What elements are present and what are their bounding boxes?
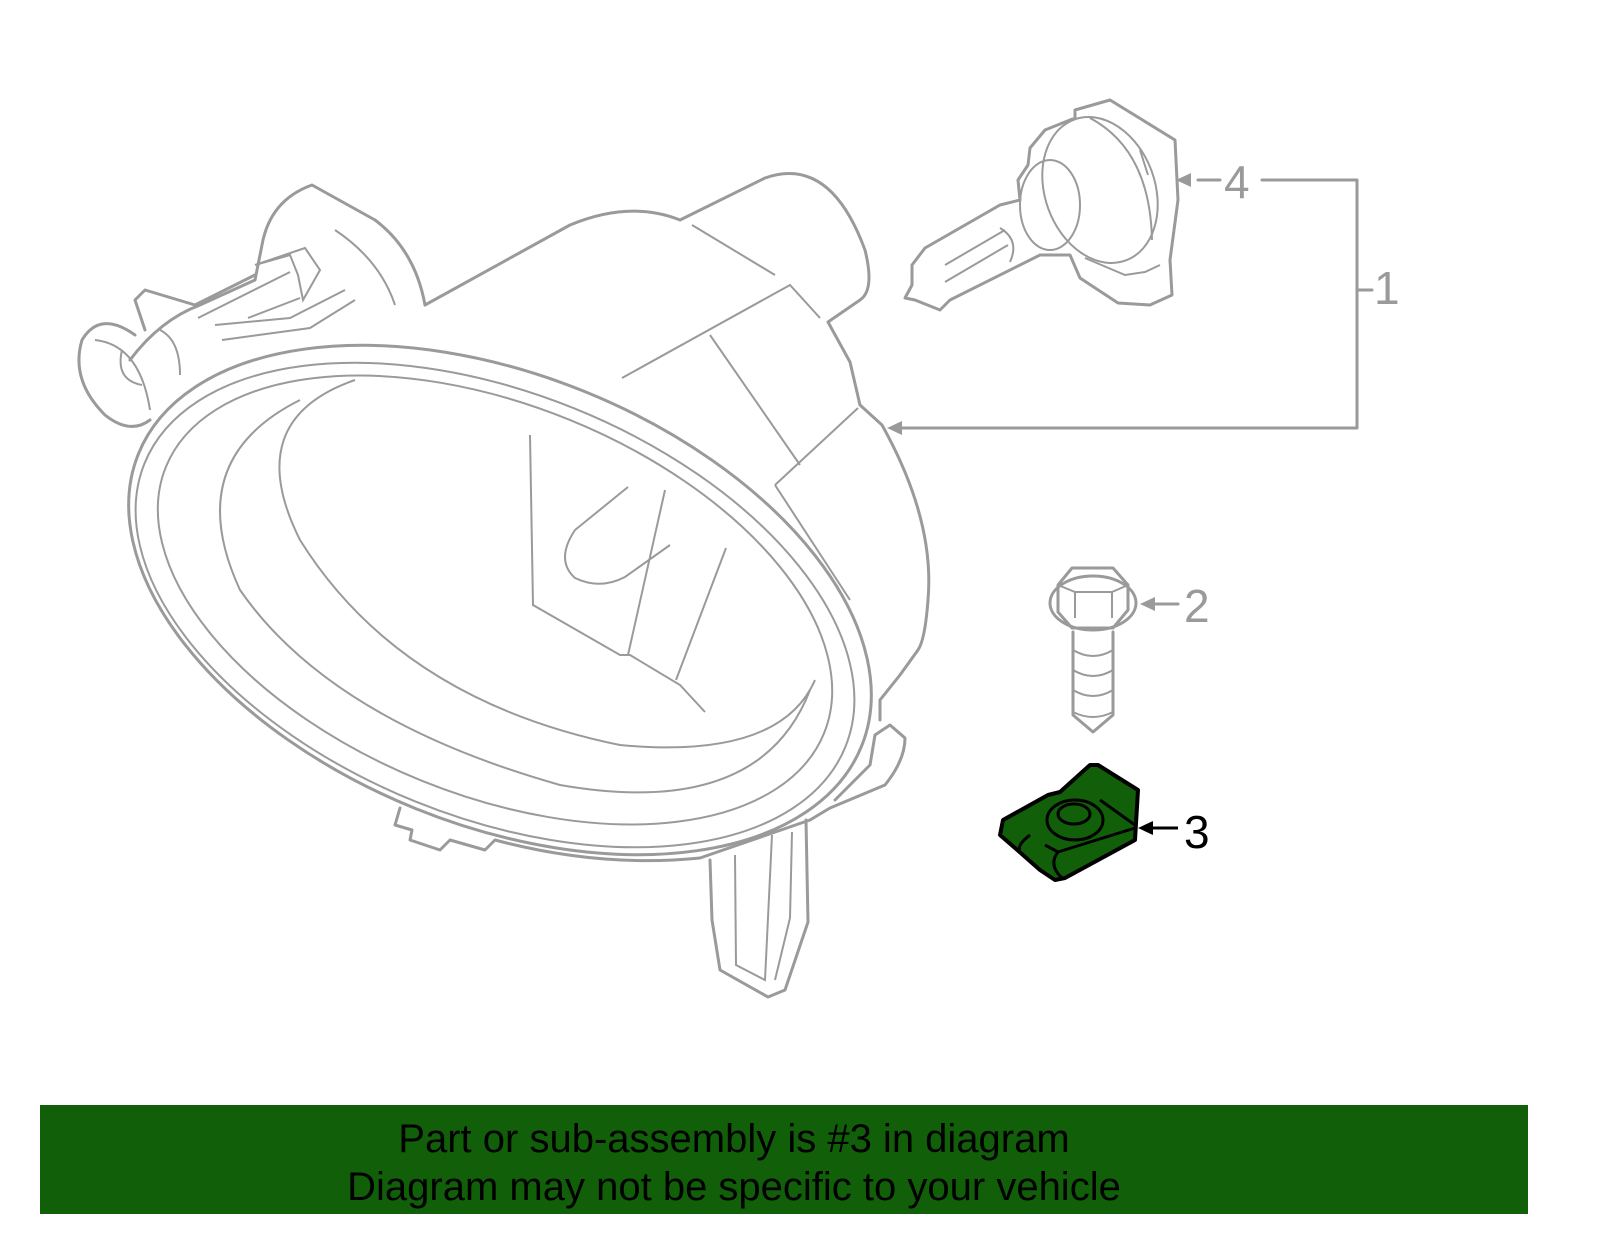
clip-nut-highlighted[interactable]	[998, 763, 1140, 882]
callout-4[interactable]: 4	[1224, 156, 1250, 208]
callout-lines	[887, 173, 1374, 835]
banner-line-2: Diagram may not be specific to your vehi…	[347, 1165, 1121, 1209]
fog-lamp-housing[interactable]	[54, 172, 946, 999]
banner-line-1: Part or sub-assembly is #3 in diagram	[398, 1117, 1070, 1161]
bolt[interactable]	[1048, 566, 1138, 734]
callout-3[interactable]: 3	[1184, 806, 1210, 858]
callout-2[interactable]: 2	[1184, 580, 1210, 632]
bulb[interactable]	[903, 98, 1180, 312]
callout-1[interactable]: 1	[1374, 262, 1400, 314]
info-banner: Part or sub-assembly is #3 in diagram Di…	[40, 1105, 1528, 1214]
